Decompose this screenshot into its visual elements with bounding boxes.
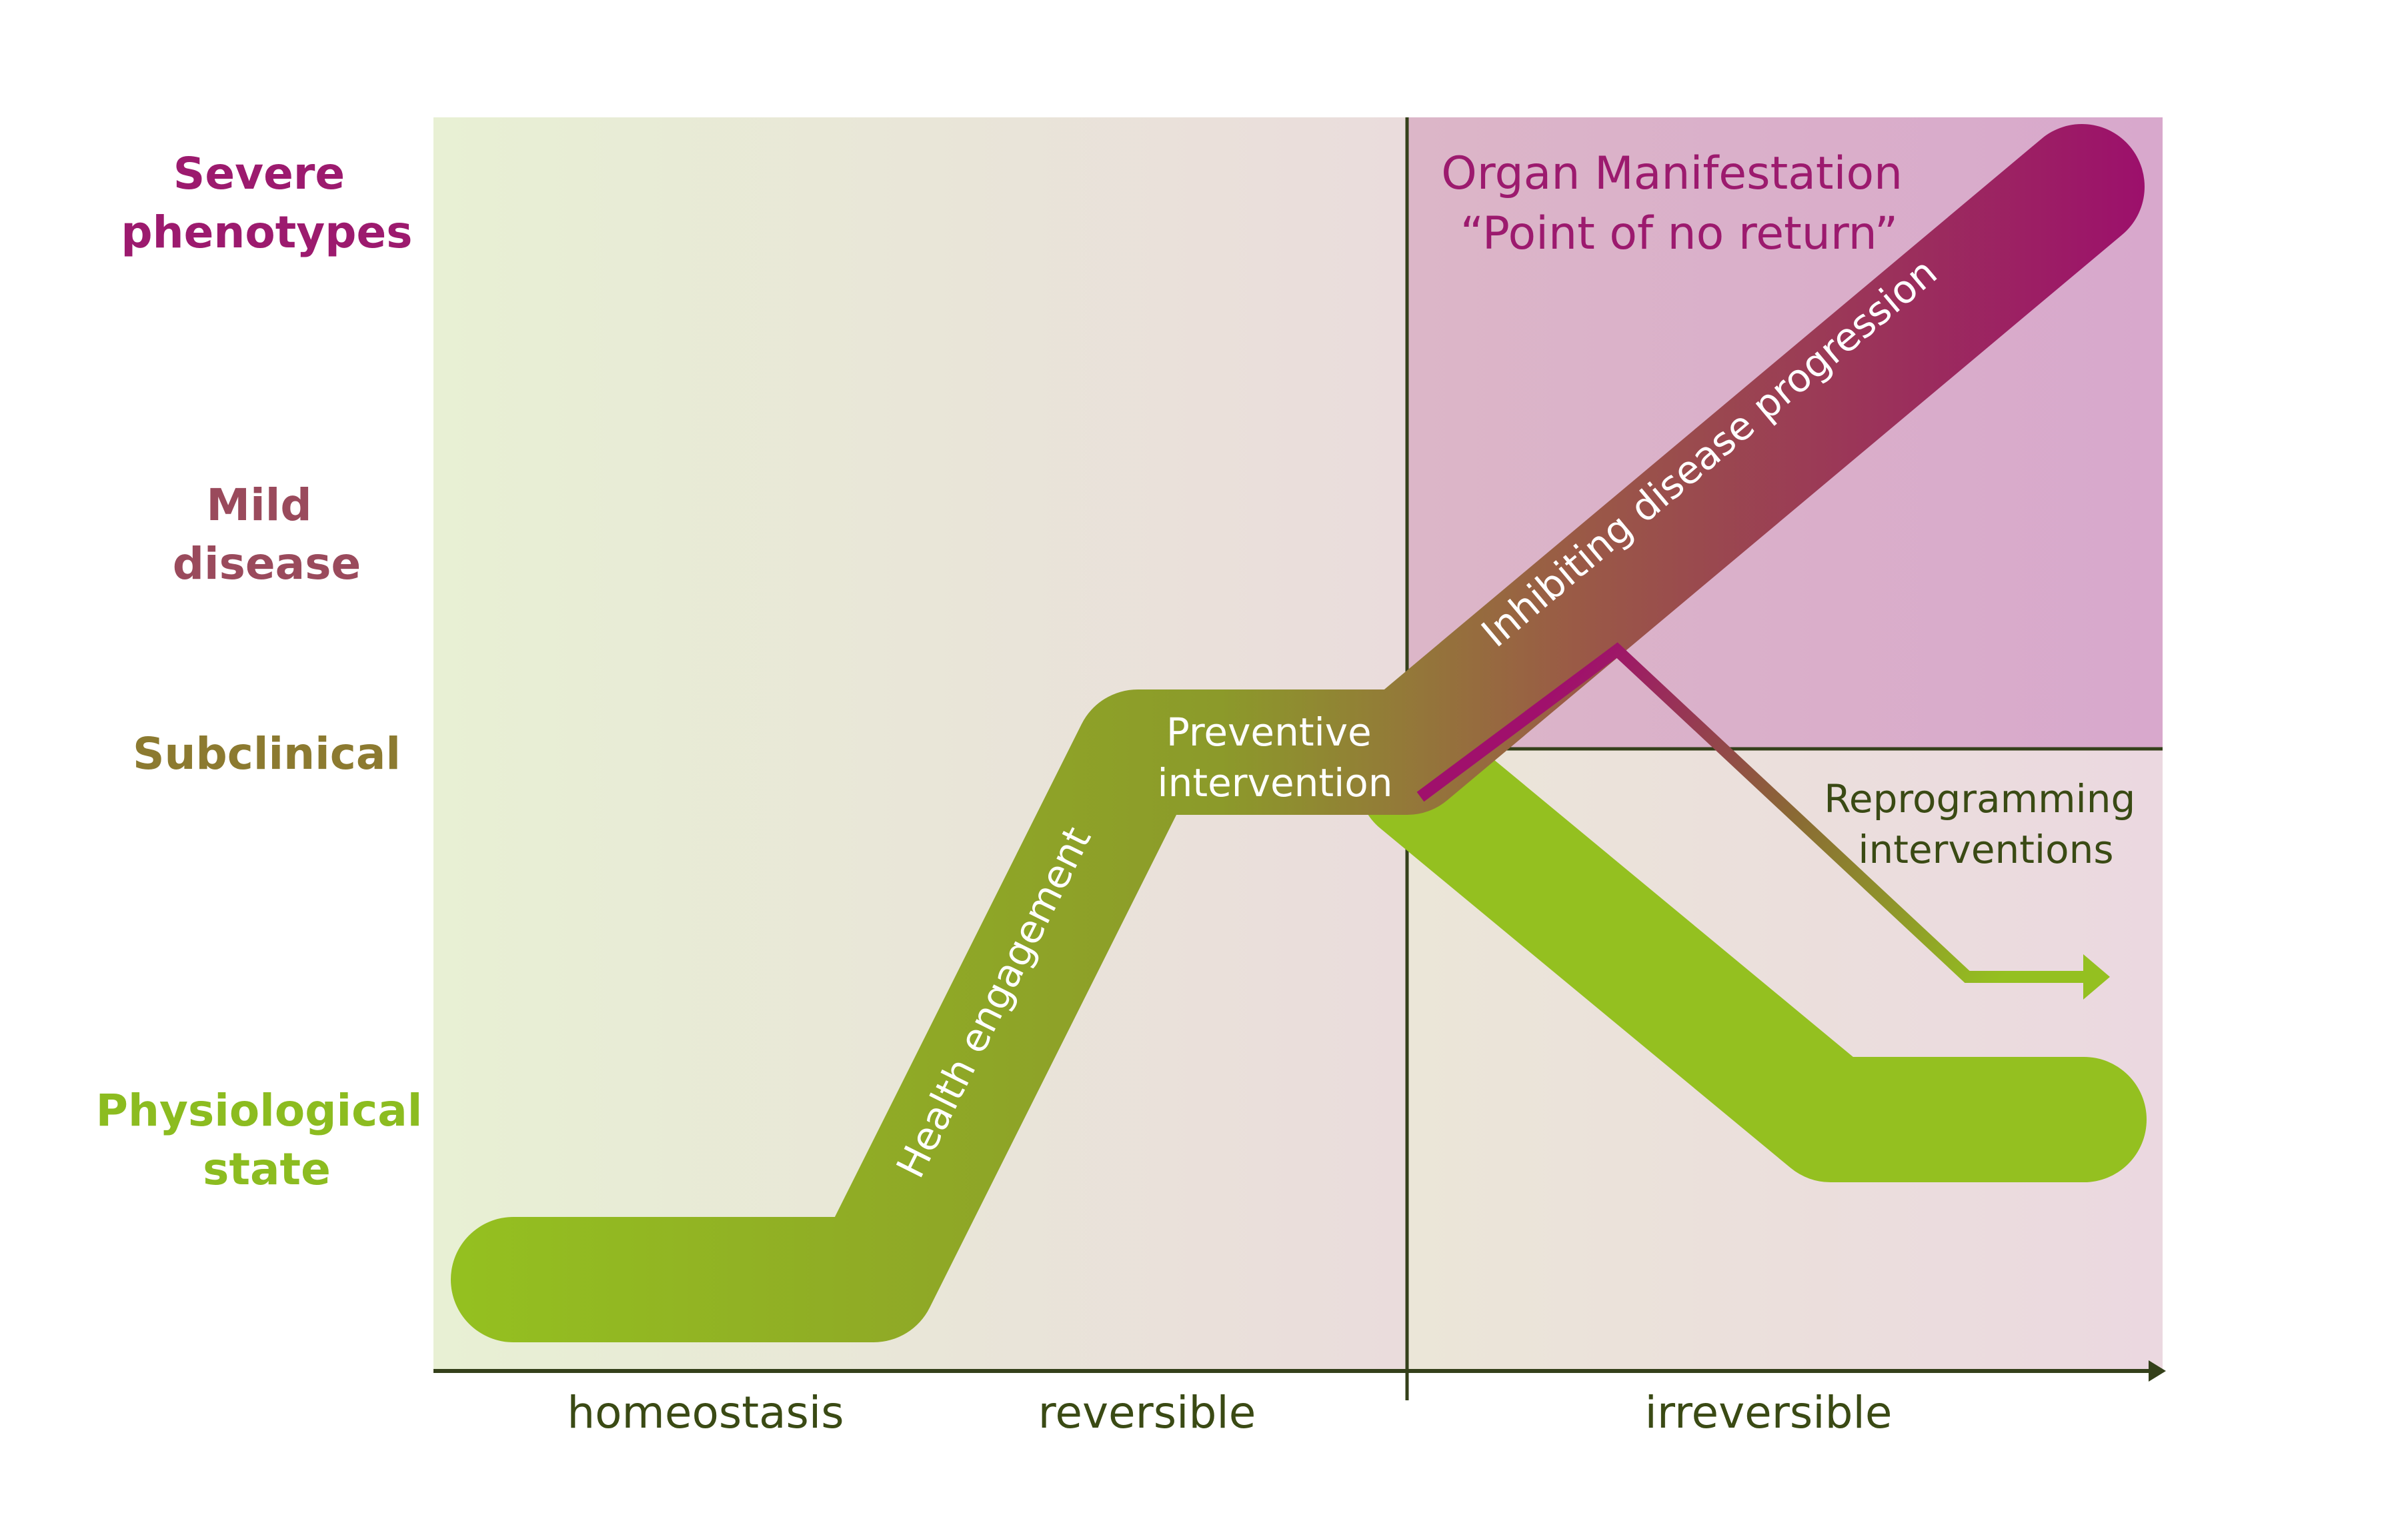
- x-label-homeostasis: homeostasis: [567, 1387, 844, 1438]
- reprogramming-arrow: [1416, 642, 2094, 983]
- organ-manifestation-title: Organ Manifestation “Point of no return”: [1441, 147, 1917, 260]
- x-label-irreversible: irreversible: [1645, 1387, 1893, 1438]
- y-label-physiological: Physiological state: [96, 1085, 438, 1195]
- reprogramming-arrow-head-icon: [2083, 954, 2110, 1000]
- recovery-band: [1358, 717, 2147, 1182]
- y-label-mild: Mild disease: [173, 479, 361, 589]
- reprogramming-label: Reprogramming interventions: [1824, 776, 2148, 872]
- y-label-severe: Severe phenotypes: [121, 148, 412, 258]
- disease-progression-band: [451, 124, 2145, 1342]
- x-label-reversible: reversible: [1038, 1387, 1256, 1438]
- x-axis-arrow-icon: [2149, 1360, 2166, 1382]
- preventive-intervention-label: Preventive intervention: [1157, 709, 1392, 806]
- y-label-subclinical: Subclinical: [133, 728, 401, 780]
